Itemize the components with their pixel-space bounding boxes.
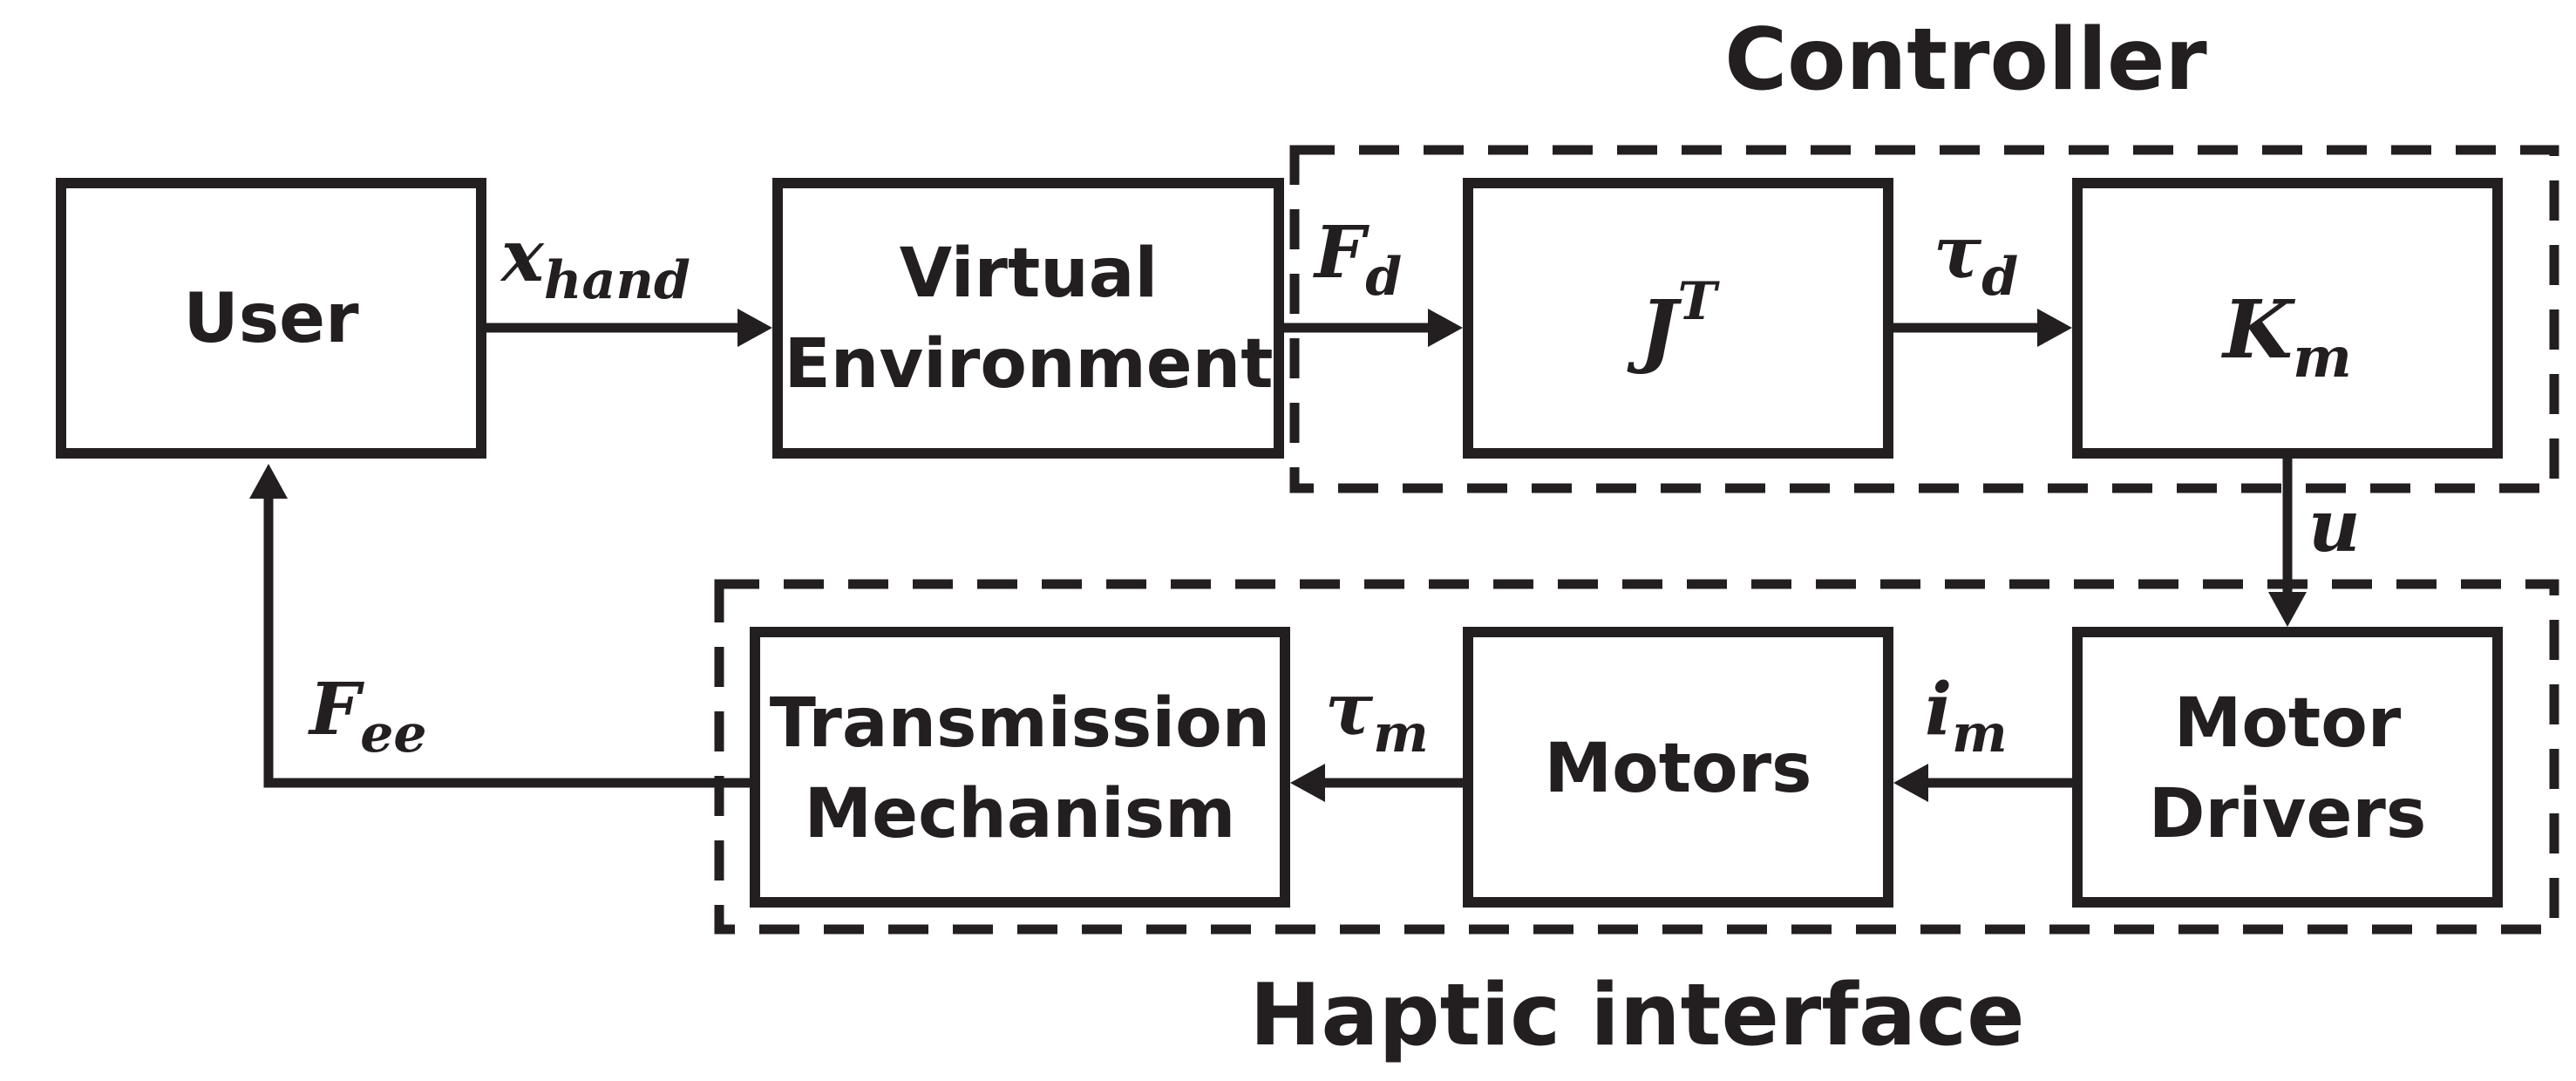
controller-group-frame [1289,145,2559,493]
controller-group-label: Controller [1724,10,2207,110]
motor-drivers-block: Motor Drivers [2072,627,2503,908]
haptic-interface-group-label: Haptic interface [1249,966,2024,1065]
signal-tau-m-label: τm [1325,668,1429,765]
motor-drivers-label-line1: Motor [2174,684,2402,763]
arrow-motors-to-transmission [1290,764,1468,802]
virtual-environment-label-line1: Virtual [900,235,1158,313]
motor-gain-label: Km [2220,282,2352,391]
signal-x-hand-label: xhand [500,214,690,311]
arrow-motor-gain-to-motor-drivers [2268,453,2307,627]
signal-i-m-label: im [1925,668,2008,765]
transmission-mechanism-block: Transmission Mechanism [750,627,1290,908]
haptic-interface-group-frame [714,579,2559,935]
signal-tau-d-label: τd [1934,211,2018,308]
virtual-environment-label-line2: Environment [785,325,1274,404]
motor-drivers-label-line2: Drivers [2149,775,2427,853]
transmission-mechanism-label-line2: Mechanism [805,775,1236,853]
virtual-environment-block: Virtual Environment [772,178,1284,459]
jacobian-transpose-block: JT [1463,178,1893,459]
signal-f-ee-label: Fee [308,668,427,765]
user-block-label: User [183,280,359,358]
motor-gain-block: Km [2072,178,2503,459]
arrow-transmission-to-user-feedback [249,464,755,788]
arrow-virtual-environment-to-jacobian [1279,309,1463,347]
motors-block: Motors [1463,627,1893,908]
arrow-motor-drivers-to-motors [1893,764,2077,802]
transmission-mechanism-label-line1: Transmission [770,684,1270,763]
arrow-jacobian-to-motor-gain [1888,309,2072,347]
signal-f-d-label: Fd [1313,211,1402,308]
arrow-user-to-virtual-environment [481,309,772,347]
signal-u-label: u [2308,485,2361,568]
motors-block-label: Motors [1545,730,1812,808]
user-block: User [56,178,486,459]
